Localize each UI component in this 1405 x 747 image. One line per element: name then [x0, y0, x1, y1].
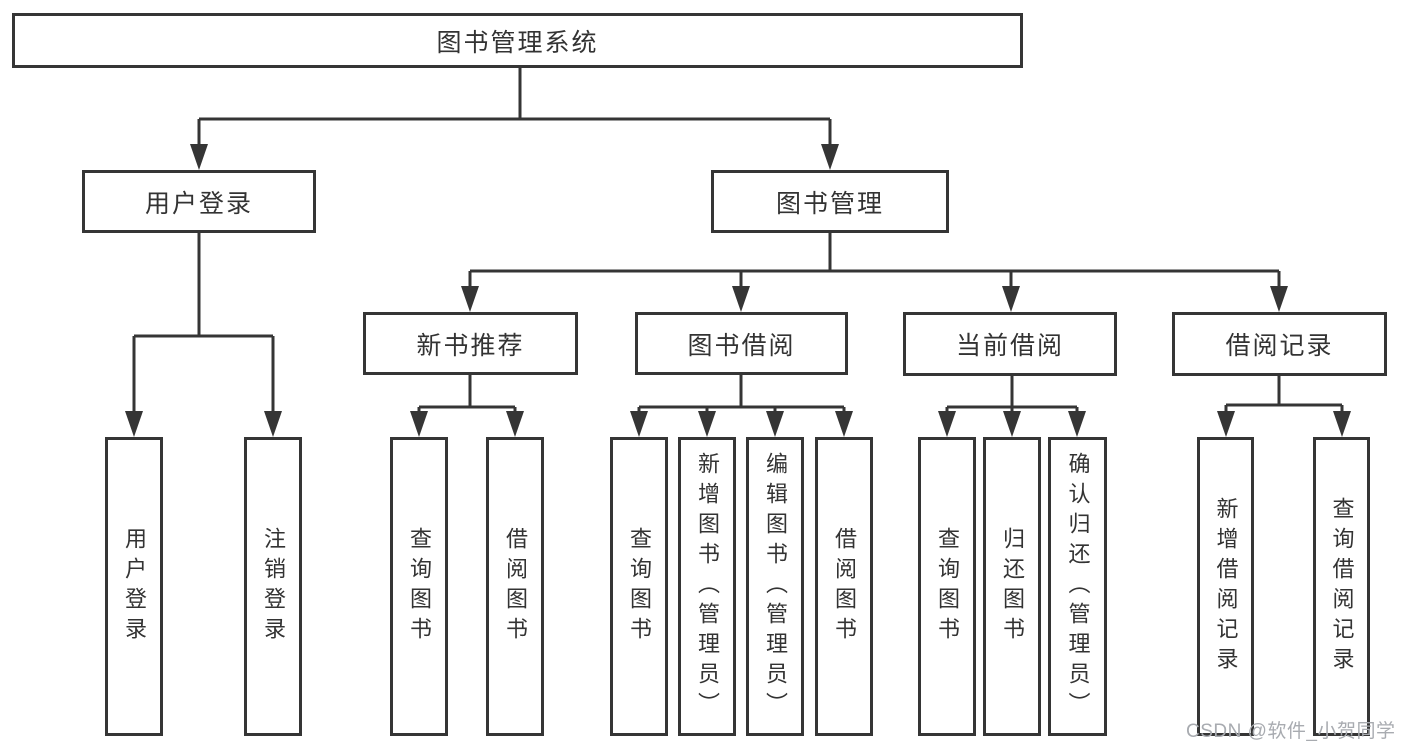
node-borrow-records: 借阅记录 [1172, 312, 1387, 376]
connector-line [468, 233, 1281, 292]
connector-line [1224, 376, 1344, 417]
node-label: 编辑图书（管理员） [763, 451, 788, 722]
arrowhead [1270, 286, 1288, 312]
leaf-logout: 注销登录 [244, 437, 302, 736]
leaf-query-books-recommend: 查询图书 [390, 437, 448, 736]
node-label: 新增借阅记录 [1213, 496, 1239, 677]
arrowhead [125, 411, 143, 437]
connector-borrow-records-to-leaves [1217, 376, 1351, 437]
connector-new-book-recommend-to-leaves [410, 375, 524, 437]
node-label: 确认归还（管理员） [1065, 451, 1091, 722]
arrowhead [1003, 411, 1021, 437]
arrowhead [461, 286, 479, 312]
connector-book-management-to-level3 [461, 233, 1288, 312]
leaf-return-books: 归还图书 [983, 437, 1041, 736]
connector-line [132, 233, 275, 417]
connector-line [417, 375, 517, 417]
node-label: 查询图书 [407, 526, 432, 647]
arrowhead [732, 286, 750, 312]
arrowhead [1333, 411, 1351, 437]
node-label: 借阅图书 [503, 526, 528, 647]
arrowhead [821, 144, 839, 170]
connector-line [637, 375, 846, 417]
arrowhead [938, 411, 956, 437]
arrowhead [630, 411, 648, 437]
arrowhead [190, 144, 208, 170]
node-label: 借阅记录 [1225, 332, 1334, 360]
connector-line [945, 376, 1079, 417]
arrowhead [264, 411, 282, 437]
leaf-query-books-current: 查询图书 [918, 437, 976, 736]
connector-book-borrow-to-leaves [630, 375, 853, 437]
leaf-add-borrow-record: 新增借阅记录 [1197, 437, 1254, 736]
leaf-borrow-books-recommend: 借阅图书 [486, 437, 544, 736]
arrowhead [1002, 286, 1020, 312]
csdn-watermark: CSDN @软件_小贺同学 [1186, 721, 1396, 742]
leaf-add-books-admin: 新增图书（管理员） [678, 437, 736, 736]
arrowhead [506, 411, 524, 437]
leaf-confirm-return-admin: 确认归还（管理员） [1048, 437, 1107, 736]
node-root-library-system: 图书管理系统 [12, 13, 1023, 68]
node-book-borrow: 图书借阅 [635, 312, 848, 375]
node-label: 新增图书（管理员） [695, 451, 720, 722]
node-label: 用户登录 [122, 526, 147, 647]
node-label: 查询图书 [627, 526, 652, 647]
node-label: 注销登录 [261, 526, 286, 647]
node-current-borrow: 当前借阅 [903, 312, 1117, 376]
leaf-borrow-books: 借阅图书 [815, 437, 873, 736]
node-new-book-recommend: 新书推荐 [363, 312, 578, 375]
node-label: 用户登录 [144, 189, 253, 218]
node-label: 新书推荐 [416, 331, 525, 360]
node-label: 查询图书 [935, 526, 960, 647]
connector-root-to-branches [190, 68, 839, 170]
node-label: 当前借阅 [955, 332, 1064, 360]
leaf-user-login: 用户登录 [105, 437, 163, 736]
node-label: 图书管理 [775, 189, 884, 218]
arrowhead [410, 411, 428, 437]
connector-user-login-to-leaves [125, 233, 282, 437]
connector-line [197, 68, 832, 150]
node-book-management: 图书管理 [711, 170, 949, 233]
arrowhead [698, 411, 716, 437]
node-label: 借阅图书 [832, 526, 857, 647]
connector-current-borrow-to-leaves [938, 376, 1086, 437]
leaf-query-books-borrow: 查询图书 [610, 437, 668, 736]
node-label: 查询借阅记录 [1329, 496, 1355, 677]
arrowhead [766, 411, 784, 437]
arrowhead [1217, 411, 1235, 437]
leaf-edit-books-admin: 编辑图书（管理员） [746, 437, 804, 736]
node-user-login: 用户登录 [82, 170, 316, 233]
node-label: 图书管理系统 [436, 28, 599, 57]
arrowhead [1068, 411, 1086, 437]
arrowhead [835, 411, 853, 437]
node-label: 归还图书 [1000, 526, 1025, 647]
leaf-query-borrow-record: 查询借阅记录 [1313, 437, 1370, 736]
node-label: 图书借阅 [687, 331, 796, 360]
